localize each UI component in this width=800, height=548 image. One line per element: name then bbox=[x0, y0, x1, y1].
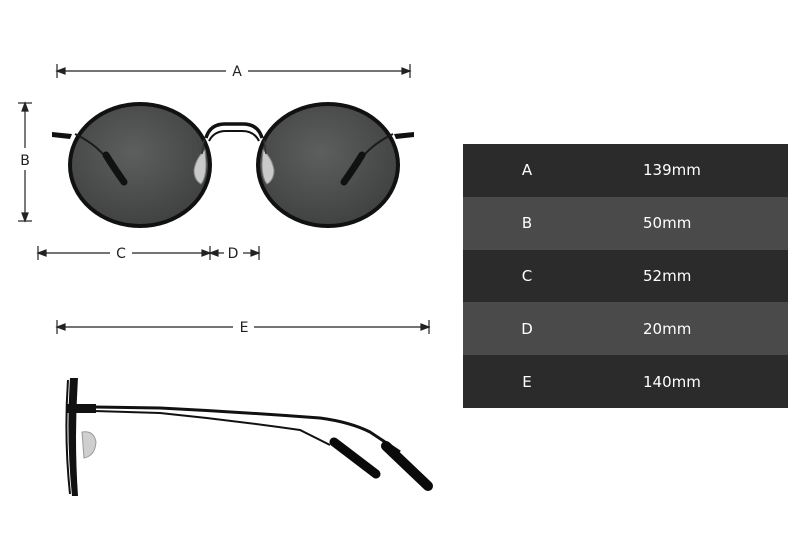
dimension-b bbox=[18, 101, 32, 223]
dimension-d-label: D bbox=[228, 246, 239, 262]
spec-row-d: D 20mm bbox=[463, 302, 788, 356]
dimension-b-label: B bbox=[20, 153, 30, 169]
right-lens bbox=[256, 102, 400, 228]
left-temple-stub bbox=[52, 132, 72, 139]
dimension-d bbox=[208, 246, 261, 260]
left-nose-pad bbox=[193, 148, 207, 185]
right-nose-pad bbox=[261, 148, 275, 185]
spec-row-a: A 139mm bbox=[463, 144, 788, 197]
spec-key: D bbox=[463, 302, 643, 356]
dimension-c-label: C bbox=[116, 246, 126, 262]
spec-key: C bbox=[463, 249, 643, 303]
spec-key: A bbox=[463, 144, 643, 197]
side-temple-tip-outer bbox=[381, 441, 433, 491]
dimension-e-label: E bbox=[240, 320, 249, 336]
side-temple-tip-inner bbox=[329, 437, 381, 479]
side-hinge bbox=[66, 404, 96, 413]
spec-key: E bbox=[463, 355, 643, 408]
spec-value: 20mm bbox=[643, 302, 788, 356]
spec-value: 140mm bbox=[643, 355, 788, 408]
spec-row-b: B 50mm bbox=[463, 196, 788, 250]
spec-value: 139mm bbox=[643, 144, 788, 197]
dimension-c bbox=[36, 246, 212, 260]
glasses-front-view bbox=[52, 102, 414, 228]
dimension-e bbox=[55, 320, 431, 334]
dimension-a bbox=[55, 64, 412, 78]
side-front-rim bbox=[68, 378, 78, 496]
spec-value: 52mm bbox=[643, 249, 788, 303]
left-lens bbox=[68, 102, 212, 228]
spec-key: B bbox=[463, 196, 643, 250]
side-temple-arm bbox=[93, 405, 401, 454]
side-nose-pad bbox=[81, 431, 97, 459]
dimension-a-label: A bbox=[232, 64, 242, 80]
spec-row-e: E 140mm bbox=[463, 355, 788, 408]
spec-value: 50mm bbox=[643, 196, 788, 250]
spec-row-c: C 52mm bbox=[463, 249, 788, 303]
glasses-side-view bbox=[65, 378, 433, 496]
bridge bbox=[204, 122, 264, 139]
spec-table: A 139mm B 50mm C 52mm D 20mm E 140mm bbox=[463, 144, 788, 408]
right-temple-stub bbox=[394, 132, 414, 139]
